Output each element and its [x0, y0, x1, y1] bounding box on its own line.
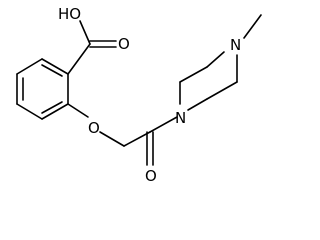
molecule-diagram: HO O O O N N [16, 5, 262, 185]
bond-ring-4 [16, 103, 43, 120]
bond-carboxyl-to-hydroxyl [79, 20, 91, 45]
bond-ch2-to-carbonyl [123, 131, 151, 147]
hydroxyl-label: HO [58, 5, 81, 23]
ether-linkage: O [67, 103, 125, 147]
bond-ether-o-to-ch2 [99, 131, 125, 147]
bond-ring-1 [41, 58, 69, 75]
bond-pip-5 [206, 81, 238, 100]
bond-ring-5 [41, 103, 69, 120]
bond-n-to-methyl [243, 14, 262, 39]
methyl-nitrogen-label: N [230, 36, 241, 54]
bond-ring-to-ether-o [67, 103, 89, 118]
amide-oxygen-label: O [145, 167, 157, 185]
bond-ring-double-1 [41, 64, 63, 77]
bond-pip-2 [179, 66, 208, 83]
benzene-ring [16, 58, 69, 120]
bond-pip-6 [187, 98, 208, 111]
piperazine-ring: N N [175, 14, 262, 127]
carboxylic-acid-group: HO O [58, 5, 130, 75]
ether-oxygen-label: O [88, 119, 100, 137]
bond-pip-3 [206, 51, 225, 68]
amide-nitrogen-label: N [175, 109, 186, 127]
acid-carbonyl-oxygen-label: O [118, 35, 130, 53]
bond-carbonyl-to-n [149, 116, 178, 133]
bond-ring-2 [16, 58, 43, 75]
bond-ring-double-3 [41, 101, 63, 114]
bond-ring-to-carboxyl [67, 43, 91, 75]
amide-carbonyl-group: O [123, 116, 178, 185]
